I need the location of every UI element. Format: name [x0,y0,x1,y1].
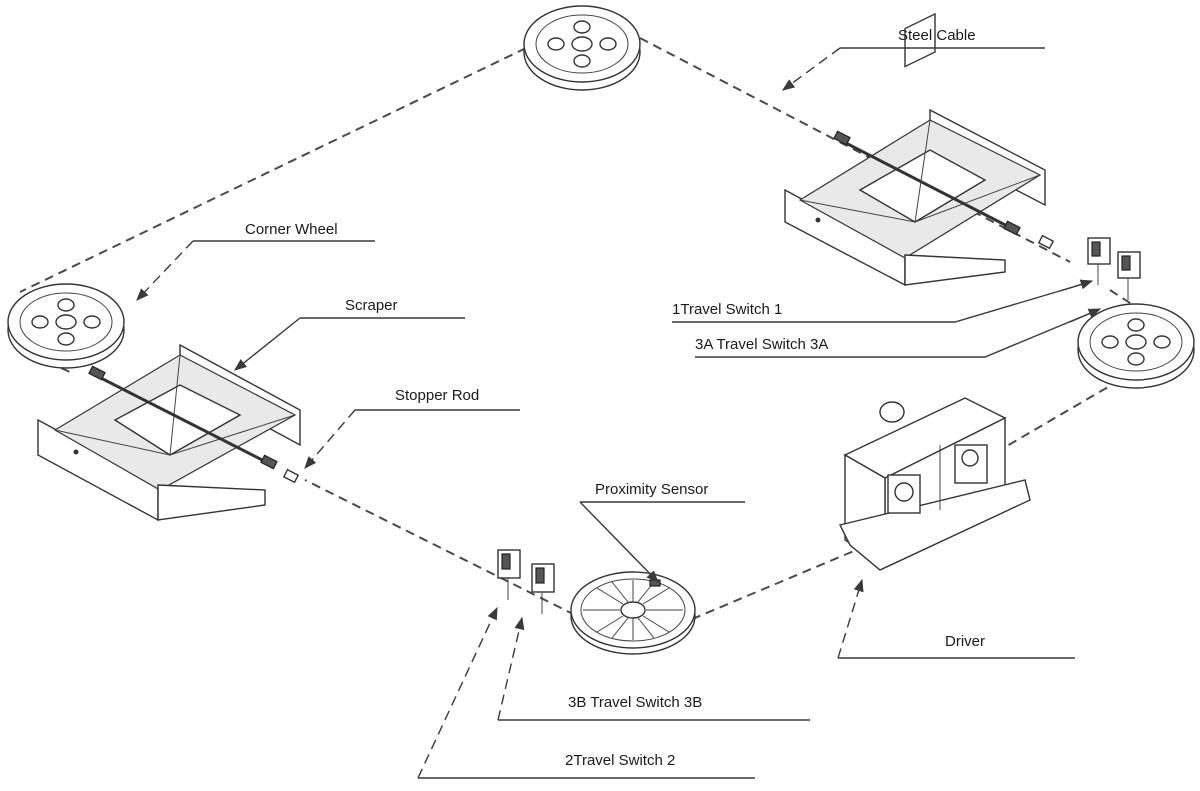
corner-wheel-left [7,283,125,369]
travel-switch-3a-device [1117,251,1141,300]
travel-switch-1-device [1087,237,1111,285]
label-proximity-sensor: Proximity Sensor [595,481,708,498]
steel-cable-leader-arrow [781,47,841,91]
driver-unit [838,12,1031,571]
label-travel-switch-3b: 3B Travel Switch 3B [568,694,702,711]
corner-wheel-top [523,5,641,91]
travel-switch-3a-leader-line [695,309,1099,358]
label-scraper: Scraper [345,297,398,314]
proximity-sensor-wheel [570,571,696,655]
label-driver: Driver [945,633,985,650]
scraper-left [37,343,301,522]
label-steel-cable: Steel Cable [898,27,976,44]
label-travel-switch-1: 1Travel Switch 1 [672,301,782,318]
corner-wheel-leader-arrow [136,240,194,301]
travel-switch-1-leader-arrow [1059,279,1094,292]
travel-switch-2-leader-arrow [417,606,498,779]
travel-switch-3b-device [531,563,555,614]
scraper-right [784,108,1055,287]
label-corner-wheel: Corner Wheel [245,221,338,238]
label-stopper-rod: Stopper Rod [395,387,479,404]
label-travel-switch-3a: 3A Travel Switch 3A [695,336,828,353]
proximity-sensor-leader-arrow [579,501,659,583]
corner-wheel-right [1077,303,1195,389]
stopper-rod-leader-arrow [304,409,356,469]
label-travel-switch-2: 2Travel Switch 2 [565,752,675,769]
scraper-leader-arrow [234,317,301,371]
travel-switch-1-leader-line [672,281,1091,323]
travel-switch-3a-leader-arrow [1069,308,1102,323]
travel-switch-3b-leader-arrow [497,616,525,721]
driver-leader-arrow [837,578,864,659]
travel-switch-2-device [497,549,521,600]
steel-cable-loop [19,21,1151,621]
